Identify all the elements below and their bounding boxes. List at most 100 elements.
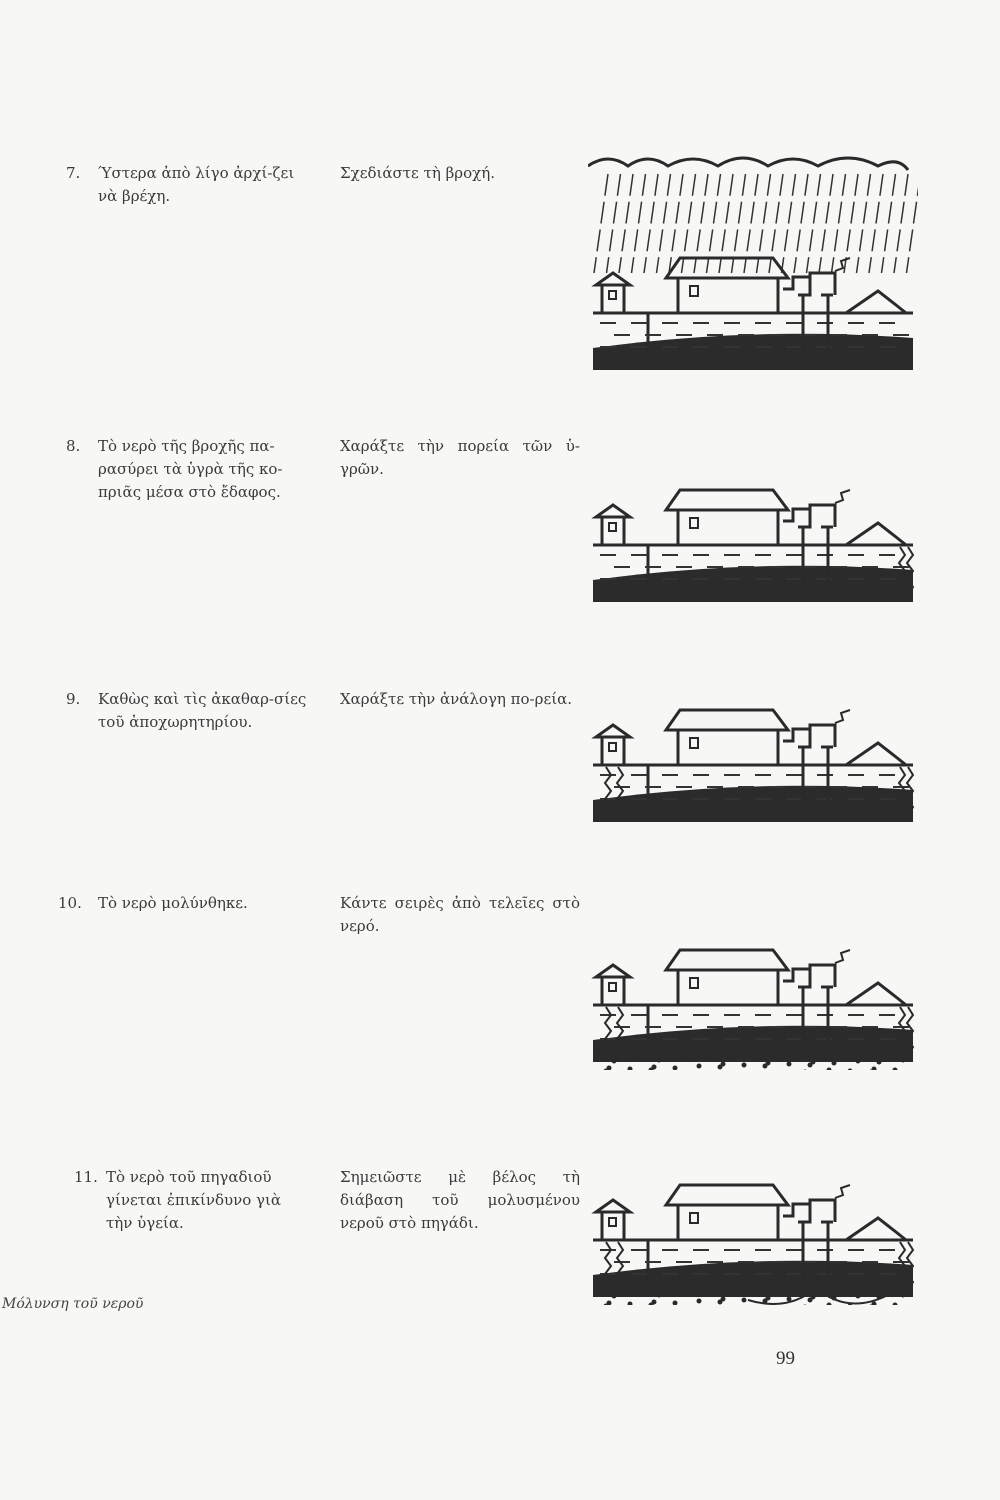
pollution-dot xyxy=(635,1056,641,1062)
pollution-dot xyxy=(627,1301,633,1305)
rain-streak xyxy=(593,173,609,274)
rain-streak xyxy=(880,173,897,274)
pollution-dot xyxy=(773,1285,779,1291)
illustration-rain xyxy=(588,156,918,370)
well xyxy=(783,503,837,587)
task: Σημειῶστε μὲ βέλος τὴ διάβαση τοῦ μολυσμ… xyxy=(340,1168,580,1232)
rain-streak xyxy=(855,173,872,274)
pollution-dot xyxy=(720,1061,726,1067)
pollution-dot xyxy=(855,1293,861,1299)
item-number: 11. xyxy=(74,1168,98,1186)
manure-seepage-line xyxy=(905,546,915,596)
rain-streak xyxy=(630,173,647,274)
rain-streak xyxy=(830,173,847,274)
pollution-dot xyxy=(839,1285,845,1291)
bedrock-layer xyxy=(593,565,913,602)
pollution-dot xyxy=(659,1054,665,1060)
pollution-dot xyxy=(847,1068,853,1070)
pollution-dot xyxy=(803,1304,807,1305)
manure-seepage-line xyxy=(905,1241,915,1291)
pollution-dot xyxy=(810,1059,816,1065)
pollution-dot xyxy=(765,1060,771,1066)
crack-line xyxy=(834,709,851,724)
pollution-dot xyxy=(725,1289,731,1295)
statement: Τὸ νερὸ μολύνθηκε. xyxy=(98,894,248,912)
pollution-dot xyxy=(651,1064,657,1070)
latrine-door xyxy=(608,742,617,752)
house-window xyxy=(689,285,699,297)
manure-seepage-line xyxy=(897,546,907,596)
pollution-dot xyxy=(606,1300,612,1305)
manure-seepage-line xyxy=(905,1006,915,1056)
rain-streak xyxy=(868,173,884,274)
brick-wall-outline xyxy=(646,1240,903,1284)
house-window xyxy=(689,737,699,749)
figure-caption: Μόλυνση τοῦ νεροῦ xyxy=(2,1296,144,1312)
latrine-door xyxy=(608,982,617,992)
statement: Τὸ νερὸ τῆς βροχῆς πα-ρασύρει τὰ ὑγρὰ τῆ… xyxy=(98,437,283,501)
item-number: 10. xyxy=(58,894,82,912)
pollution-dot xyxy=(595,1285,601,1291)
latrine-seepage-line xyxy=(615,1006,625,1056)
pollution-dot xyxy=(900,1057,906,1063)
rain-streak xyxy=(730,173,747,274)
task: Χαράξτε τὴν πορεία τῶν ὑ-γρῶν. xyxy=(340,437,580,478)
rain-streak xyxy=(655,173,672,274)
latrine-seepage-line xyxy=(615,766,625,816)
pollution-dot xyxy=(627,1066,633,1070)
item-number: 8. xyxy=(66,437,81,455)
pollution-dot xyxy=(725,1054,731,1060)
pollution-dot xyxy=(672,1065,678,1070)
rain-streak xyxy=(780,173,797,274)
pollution-dot xyxy=(860,1051,866,1057)
task: Χαράξτε τὴν ἀνάλογη πο-ρεία. xyxy=(340,690,572,708)
latrine-seepage-line xyxy=(615,1241,625,1291)
pollution-dot xyxy=(765,1295,771,1301)
well xyxy=(783,723,837,807)
pollution-dot xyxy=(749,1052,755,1058)
rain-streak xyxy=(693,173,709,274)
pollution-dot xyxy=(680,1055,686,1061)
latrine-seepage-line xyxy=(603,1241,613,1291)
item-number: 7. xyxy=(66,164,81,182)
item-number: 9. xyxy=(66,690,81,708)
latrine-seepage-line xyxy=(603,1006,613,1056)
rain-streak xyxy=(605,173,622,274)
pollution-dot xyxy=(810,1294,816,1300)
pollution-dot xyxy=(794,1286,800,1292)
pollution-dot xyxy=(879,1056,885,1062)
latrine xyxy=(591,503,635,545)
pollution-dot xyxy=(651,1299,657,1305)
brick-wall-outline xyxy=(646,765,903,809)
crack-line xyxy=(834,949,851,964)
pollution-dot xyxy=(826,1302,832,1305)
crack-line xyxy=(834,489,851,504)
bedrock-layer xyxy=(593,1025,913,1062)
arrow-head xyxy=(810,1276,822,1288)
rain-streak xyxy=(805,173,822,274)
rain-streak xyxy=(768,173,784,274)
manure-heap xyxy=(845,741,907,767)
rain-streak xyxy=(680,173,697,274)
latrine xyxy=(591,723,635,765)
latrine xyxy=(591,1198,635,1240)
crack-line xyxy=(834,257,851,272)
page-number: 99 xyxy=(776,1348,795,1369)
well xyxy=(783,1198,837,1282)
pollution-dot xyxy=(659,1289,665,1295)
rain-streak xyxy=(705,173,722,274)
pollution-dot xyxy=(831,1060,837,1066)
rain-streak xyxy=(818,173,834,274)
brick-wall-outline xyxy=(646,313,903,357)
pollution-dot xyxy=(773,1050,779,1056)
pollution-dot xyxy=(803,1069,807,1070)
pollution-dot xyxy=(879,1291,885,1297)
pollution-dot xyxy=(855,1058,861,1064)
manure-heap xyxy=(845,289,907,315)
pollution-dot xyxy=(786,1061,792,1067)
pollution-dot xyxy=(635,1291,641,1297)
pollution-dot xyxy=(786,1296,792,1302)
house-window xyxy=(689,977,699,989)
brick-wall-outline xyxy=(646,545,903,589)
pollution-dot xyxy=(606,1065,612,1070)
